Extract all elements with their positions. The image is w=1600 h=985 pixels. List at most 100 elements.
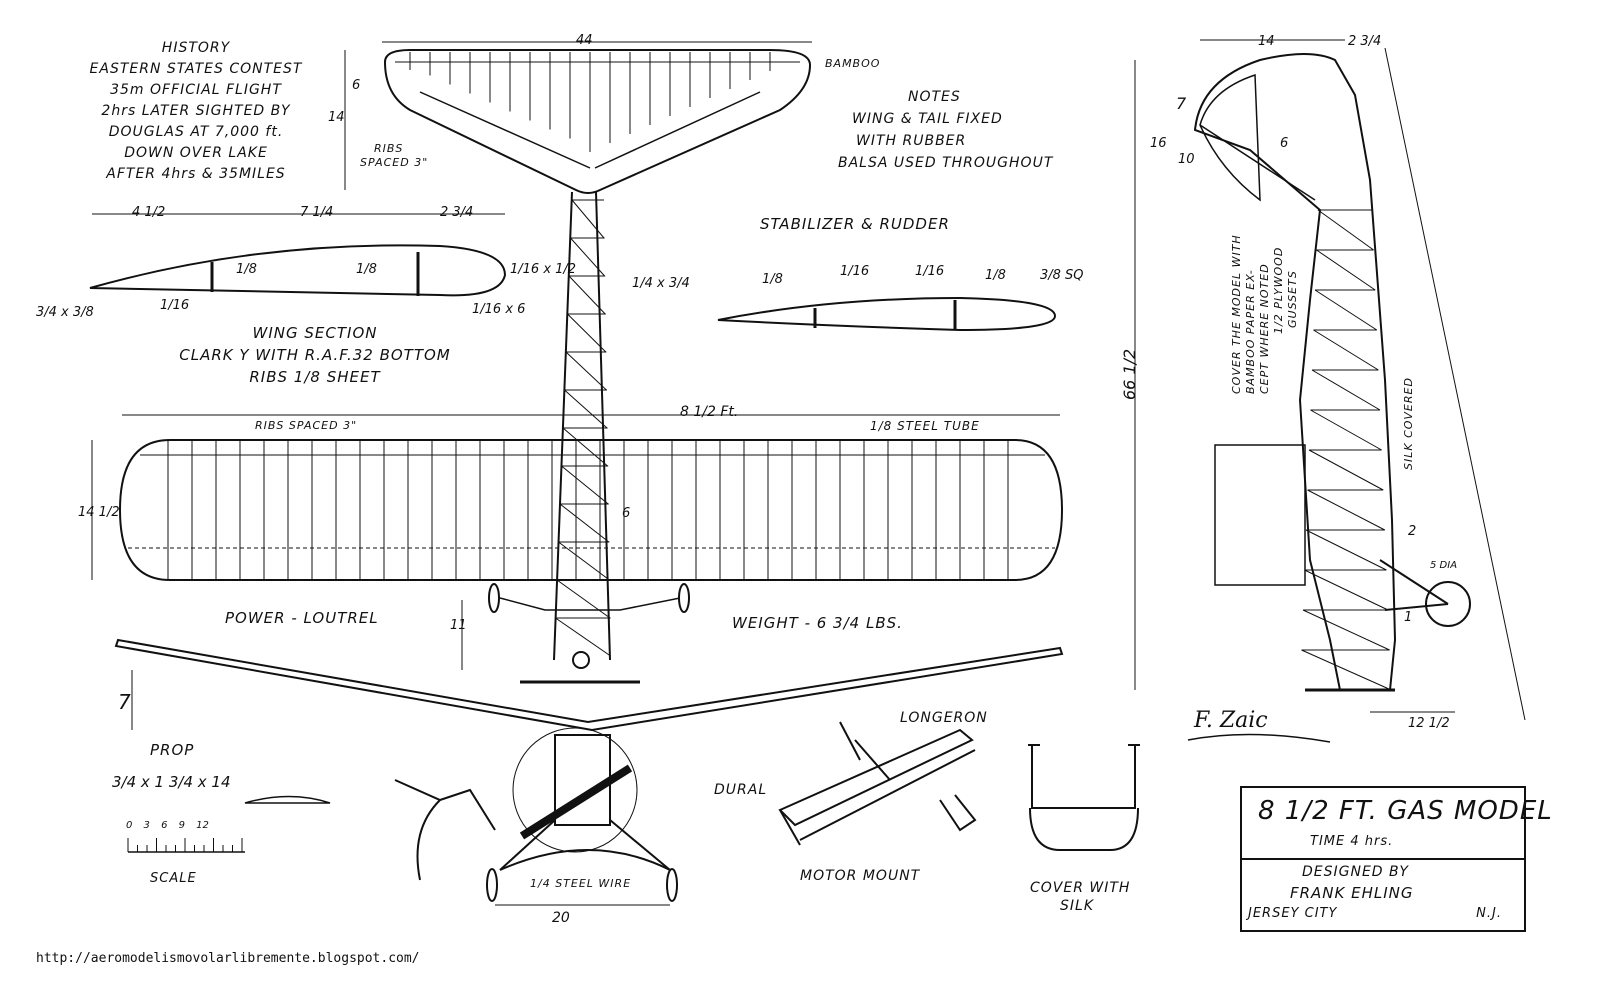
main-wing-planform bbox=[118, 439, 1064, 581]
front-view-wing bbox=[114, 638, 1064, 732]
gear-height-dim: 11 bbox=[450, 618, 467, 633]
tail-ribs-label: RIBS SPACED 3" bbox=[360, 142, 428, 170]
side-dim-f: 6 bbox=[1280, 136, 1289, 151]
designer-signature: F. Zaic bbox=[1194, 708, 1268, 733]
steel-wire-label: 1/4 STEEL WIRE bbox=[530, 877, 632, 890]
history-line: DOWN OVER LAKE bbox=[124, 145, 268, 161]
cover-with-label: COVER WITH bbox=[1030, 880, 1131, 896]
history-line: AFTER 4hrs & 35MILES bbox=[106, 166, 286, 182]
wing-section-line: CLARK Y WITH R.A.F.32 BOTTOM bbox=[179, 346, 451, 364]
history-block: HISTORY EASTERN STATES CONTEST 35m OFFIC… bbox=[56, 38, 336, 185]
cover-silk-sketch bbox=[1029, 745, 1139, 851]
side-dim-c: 7 bbox=[1176, 94, 1187, 113]
dihedral-dim: 7 bbox=[118, 690, 131, 714]
wing-ribs-label: RIBS SPACED 3" bbox=[255, 419, 358, 432]
side-dim-e: 10 bbox=[1178, 152, 1195, 167]
tail-ribs-line: RIBS bbox=[374, 142, 404, 155]
source-url[interactable]: http://aeromodelismovolarlibremente.blog… bbox=[36, 951, 420, 966]
motor-mount-label: MOTOR MOUNT bbox=[800, 868, 921, 884]
title-block-designed-by: DESIGNED BY bbox=[1302, 864, 1409, 880]
history-heading: HISTORY bbox=[161, 40, 231, 56]
silk-label: SILK bbox=[1060, 898, 1094, 914]
stab-dim-1: 1/4 x 3/4 bbox=[632, 276, 690, 291]
section-rib-1: 1/8 bbox=[236, 262, 257, 277]
title-block-divider bbox=[1242, 858, 1524, 860]
cover-model-line: BAMBOO PAPER EX- bbox=[1244, 269, 1257, 394]
stab-rudder-title: STABILIZER & RUDDER bbox=[760, 215, 950, 233]
side-dim-g: 12 1/2 bbox=[1408, 716, 1450, 731]
cover-model-note: COVER THE MODEL WITH BAMBOO PAPER EX- CE… bbox=[1230, 234, 1300, 394]
fuselage-mark-dim: 6 bbox=[622, 506, 631, 521]
side-height-dim: 66 1/2 bbox=[1120, 348, 1139, 400]
title-block-city: JERSEY CITY bbox=[1248, 906, 1338, 921]
fuselage-truss bbox=[553, 191, 611, 661]
notes-line: WITH RUBBER bbox=[856, 133, 967, 149]
stab-dim-5: 1/8 bbox=[985, 268, 1006, 283]
title-block-time: TIME 4 hrs. bbox=[1310, 834, 1394, 849]
history-line: EASTERN STATES CONTEST bbox=[89, 61, 303, 77]
cover-model-line: GUSSETS bbox=[1286, 270, 1299, 328]
dural-label: DURAL bbox=[714, 782, 768, 798]
notes-heading: NOTES bbox=[908, 89, 961, 105]
section-rib-3: 1/16 x 1/2 bbox=[510, 262, 577, 277]
side-dim-b: 2 3/4 bbox=[1348, 34, 1382, 49]
section-rib-2: 1/8 bbox=[356, 262, 377, 277]
stab-dim-6: 3/8 SQ bbox=[1040, 268, 1084, 283]
stab-dim-2: 1/8 bbox=[762, 272, 783, 287]
side-dim-i: 1 bbox=[1404, 610, 1413, 625]
section-dim-3: 2 3/4 bbox=[440, 205, 474, 220]
bamboo-label: BAMBOO bbox=[825, 57, 881, 70]
wing-section-airfoil bbox=[89, 244, 507, 297]
longeron-label: LONGERON bbox=[900, 710, 988, 726]
notes-line: BALSA USED THROUGHOUT bbox=[838, 155, 1054, 171]
title-block-designer: FRANK EHLING bbox=[1290, 884, 1414, 902]
scale-label: SCALE bbox=[150, 871, 197, 886]
tail-planform bbox=[383, 49, 812, 194]
scale-tick-labels: 0 3 6 9 12 bbox=[126, 820, 209, 831]
title-block-state: N.J. bbox=[1476, 906, 1502, 921]
prop-label: PROP bbox=[150, 741, 195, 759]
tail-span-dim: 44 bbox=[576, 33, 593, 48]
tail-root-dim: 6 bbox=[352, 78, 361, 93]
side-dim-a: 14 bbox=[1258, 34, 1275, 49]
section-rib-6: 3/4 x 3/8 bbox=[36, 305, 94, 320]
side-dim-d: 16 bbox=[1150, 136, 1167, 151]
steel-tube-label: 1/8 STEEL TUBE bbox=[870, 419, 980, 433]
side-dim-j: 5 DIA bbox=[1430, 560, 1458, 571]
section-rib-4: 1/16 bbox=[160, 298, 190, 313]
stab-dim-4: 1/16 bbox=[915, 264, 945, 279]
gear-span-dim: 20 bbox=[552, 910, 570, 926]
wing-chord-dim: 14 1/2 bbox=[78, 505, 120, 520]
history-line: 2hrs LATER SIGHTED BY bbox=[101, 103, 291, 119]
power-label: POWER - LOUTREL bbox=[225, 609, 379, 627]
side-dim-h: 2 bbox=[1408, 524, 1417, 539]
side-view-fuselage bbox=[1193, 53, 1397, 691]
tail-ribs-line: SPACED 3" bbox=[360, 156, 429, 169]
history-line: 35m OFFICIAL FLIGHT bbox=[110, 82, 282, 98]
title-block: 8 1/2 FT. GAS MODEL TIME 4 hrs. DESIGNED… bbox=[1240, 786, 1552, 932]
title-block-location: JERSEY CITY N.J. bbox=[1248, 906, 1510, 921]
wing-section-title: WING SECTION CLARK Y WITH R.A.F.32 BOTTO… bbox=[130, 322, 500, 388]
silk-covered-label: SILK COVERED bbox=[1402, 377, 1415, 470]
stab-dim-3: 1/16 bbox=[840, 264, 870, 279]
stabilizer-section bbox=[717, 296, 1057, 332]
wing-span-dim: 8 1/2 Ft. bbox=[680, 404, 739, 420]
title-block-title: 8 1/2 FT. GAS MODEL bbox=[1258, 796, 1553, 826]
notes-block: NOTES WING & TAIL FIXED WITH RUBBER BALS… bbox=[838, 86, 1053, 174]
cover-model-line: 1/2 PLYWOOD bbox=[1272, 246, 1285, 334]
cover-model-line: COVER THE MODEL WITH bbox=[1230, 234, 1243, 394]
section-dim-2: 7 1/4 bbox=[300, 205, 334, 220]
weight-label: WEIGHT - 6 3/4 LBS. bbox=[732, 614, 903, 632]
notes-line: WING & TAIL FIXED bbox=[852, 111, 1003, 127]
wing-section-line: RIBS 1/8 SHEET bbox=[249, 368, 381, 386]
cover-model-line: CEPT WHERE NOTED bbox=[1258, 263, 1271, 394]
wing-section-line: WING SECTION bbox=[252, 324, 378, 342]
tail-chord-dim: 14 bbox=[328, 110, 345, 125]
section-dim-1: 4 1/2 bbox=[132, 205, 166, 220]
prop-dims: 3/4 x 1 3/4 x 14 bbox=[112, 773, 231, 791]
history-line: DOUGLAS AT 7,000 ft. bbox=[108, 124, 284, 140]
section-rib-5: 1/16 x 6 bbox=[472, 302, 526, 317]
motor-mount-drawing bbox=[778, 728, 977, 841]
